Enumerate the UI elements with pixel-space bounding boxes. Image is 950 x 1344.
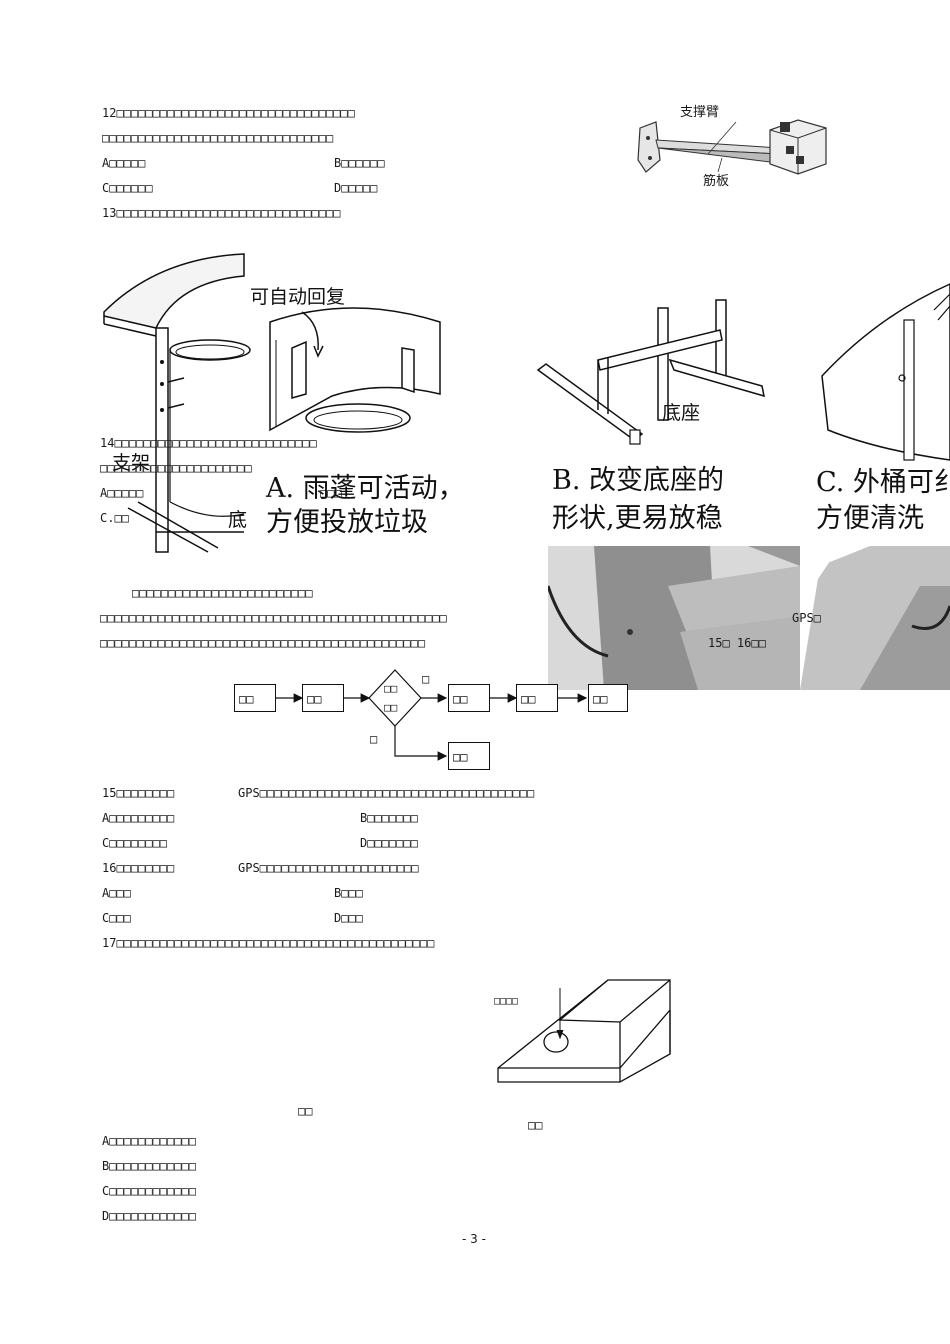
q17-right-caption: □□: [528, 1118, 543, 1132]
q17-option-a: A□□□□□□□□□□□□: [102, 1134, 196, 1148]
option-b-text-line2: 形状,更易放稳: [552, 503, 723, 534]
flow-step-1: □□: [234, 684, 276, 712]
q14-stem-line1: 14□□□□□□□□□□□□□□□□□□□□□□□□□□□□: [100, 436, 317, 450]
label-base: 底座: [662, 402, 701, 424]
q16-stem-b: GPS□□□□□□□□□□□□□□□□□□□□□□: [238, 861, 419, 875]
option-a-text-line2: 方便投放垃圾: [266, 507, 428, 538]
q14-option-a: A□□□□□: [100, 486, 144, 500]
label-rib-plate: 筋板: [703, 174, 730, 189]
flow-decision-line2: □□: [384, 701, 398, 714]
q16-option-b: B□□□: [334, 886, 363, 900]
label-base-cut: 底: [228, 509, 248, 531]
trash-bin-original-figure: [103, 253, 251, 553]
q16-option-d: D□□□: [334, 911, 363, 925]
page-number: - 3 -: [462, 1232, 486, 1246]
q15-stem-a: 15□□□□□□□□: [102, 786, 175, 800]
flow-no-label: □: [370, 732, 378, 746]
label-support-arm: 支撑臂: [680, 105, 720, 120]
q12-option-c: C□□□□□□: [102, 181, 153, 195]
flow-step-4: □□: [516, 684, 558, 712]
q15-stem-b: GPS□□□□□□□□□□□□□□□□□□□□□□□□□□□□□□□□□□□□□…: [238, 786, 535, 800]
flow-yes-label: □: [422, 672, 430, 686]
q15-option-a: A□□□□□□□□□: [102, 811, 175, 825]
passage-question-ref: 15□ 16□□: [708, 636, 766, 650]
q16-option-c: C□□□: [102, 911, 131, 925]
q12-option-b: B□□□□□□: [334, 156, 385, 170]
q17-stem: 17□□□□□□□□□□□□□□□□□□□□□□□□□□□□□□□□□□□□□□…: [102, 936, 435, 950]
flow-step-3: □□: [448, 684, 490, 712]
option-c-text-line2: 方便清洗: [816, 503, 924, 534]
q14-stem-line2: □□□□□□□□□□□□□□□□□□□□□: [100, 461, 252, 475]
q14-fragment: □□□: [320, 486, 342, 500]
label-auto-return: 可自动回复: [250, 286, 346, 308]
camera-bracket-figure: [637, 119, 827, 175]
q17-option-b: B□□□□□□□□□□□□: [102, 1159, 196, 1173]
q16-stem-a: 16□□□□□□□□: [102, 861, 175, 875]
q15-option-d: D□□□□□□□: [360, 836, 418, 850]
q12-stem-line1: 12□□□□□□□□□□□□□□□□□□□□□□□□□□□□□□□□□: [102, 106, 355, 120]
q12-stem-line2: □□□□□□□□□□□□□□□□□□□□□□□□□□□□□□□□: [102, 131, 334, 145]
label-support-frame: 支架: [112, 452, 151, 474]
q17-left-caption: □□: [298, 1104, 313, 1118]
q15-option-c: C□□□□□□□□: [102, 836, 168, 850]
q15-option-b: B□□□□□□□: [360, 811, 418, 825]
gps-tracker-photo-right: [800, 546, 950, 690]
passage-line3: □□□□□□□□□□□□□□□□□□□□□□□□□□□□□□□□□□□□□□□□…: [100, 636, 426, 650]
option-b-base-figure: [536, 299, 765, 445]
gps-tracker-photo-left: [548, 546, 800, 690]
option-c-outer-bucket-figure: [821, 283, 950, 461]
flow-decision-line1: □□: [384, 682, 398, 695]
flow-step-5: □□: [588, 684, 628, 712]
q17-option-d: D□□□□□□□□□□□□: [102, 1209, 196, 1223]
q14-option-c: C.□□: [100, 511, 129, 525]
flowchart-connectors: [276, 669, 588, 761]
q12-option-a: A□□□□□: [102, 156, 146, 170]
q16-option-a: A□□□: [102, 886, 131, 900]
passage-line2: □□□□□□□□□□□□□□□□□□□□□□□□□□□□□□□□□□□□□□□□…: [100, 611, 447, 625]
option-a-rain-cover-figure: [269, 307, 441, 433]
passage-line1: □□□□□□□□□□□□□□□□□□□□□□□□□: [132, 586, 313, 600]
option-b-text-line1: B. 改变底座的: [552, 465, 725, 496]
q17-option-c: C□□□□□□□□□□□□: [102, 1184, 196, 1198]
passage-gps-note: GPS□: [792, 611, 821, 625]
q12-option-d: D□□□□□: [334, 181, 378, 195]
option-a-text-line1: A. 雨蓬可活动，: [266, 473, 465, 504]
q13-stem: 13□□□□□□□□□□□□□□□□□□□□□□□□□□□□□□□: [102, 206, 341, 220]
flow-step-no: □□: [448, 742, 490, 770]
flow-step-2: □□: [302, 684, 344, 712]
q17-block-drawing: [497, 979, 671, 1083]
option-c-text-line1: C. 外桶可纟: [816, 467, 950, 498]
q17-arrow-label: □□□□: [494, 996, 519, 1007]
